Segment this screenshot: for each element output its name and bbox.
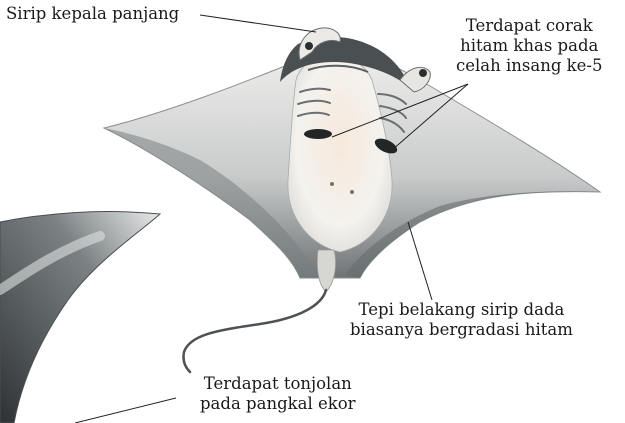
label-gill-marking: Terdapat corak hitam khas pada celah ins… [456,16,602,76]
leader-line-pectoral-edge [408,222,432,300]
label-gill-marking-line-1: Terdapat corak [456,16,602,36]
tail [183,290,326,372]
leader-line-tail-base [75,398,176,423]
label-tail-base-line-1: Terdapat tonjolan [200,374,356,394]
label-tail-base: Terdapat tonjolan pada pangkal ekor [200,374,356,414]
gill-marking-left [304,129,332,139]
partial-ray-left [0,212,160,423]
label-pectoral-edge-line-1: Tepi belakang sirip dada [350,300,573,320]
label-pectoral-edge: Tepi belakang sirip dada biasanya bergra… [350,300,573,340]
label-head-fin: Sirip kepala panjang [6,4,179,24]
leader-line-head-fin [200,15,316,32]
label-gill-marking-line-2: hitam khas pada [456,36,602,56]
label-gill-marking-line-3: celah insang ke-5 [456,56,602,76]
label-head-fin-line-1: Sirip kepala panjang [6,4,179,24]
label-pectoral-edge-line-2: biasanya bergradasi hitam [350,320,573,340]
label-tail-base-line-2: pada pangkal ekor [200,394,356,414]
